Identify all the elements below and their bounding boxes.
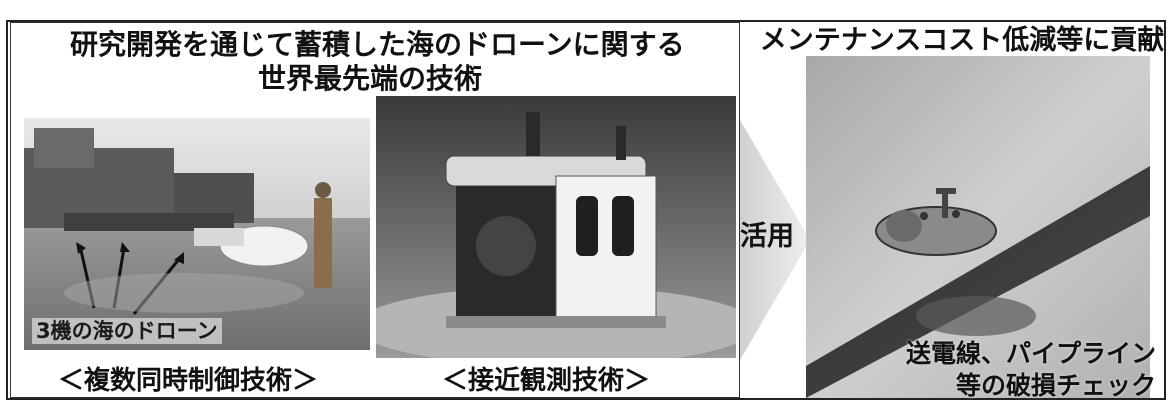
inspection-label: 送電線、パイプライン 等の破損チェック [896,338,1156,402]
contribution-title: メンテナンスコスト低減等に貢献 [759,25,1165,56]
three-drones-label: 3機の海のドローン [32,318,222,344]
multi-control-caption: ＜複数同時制御技術＞ [58,366,319,396]
figure-frame [6,20,1166,400]
pipeline-inspection-image [806,56,1150,398]
inspection-label-line1: 送電線、パイプライン [905,339,1156,368]
underwater-rov-photo [376,96,736,358]
multi-drone-photo [24,118,370,350]
technology-title-line1: 研究開発を通じて蓄積した海のドローンに関する [70,28,685,61]
proximity-observation-caption: ＜接近観測技術＞ [442,366,651,396]
technology-title-line2: 世界最先端の技術 [257,62,482,95]
utilization-label: 活用 [740,221,794,252]
arrow-right-icon [740,120,810,360]
inspection-label-line2: 等の破損チェック [955,371,1156,400]
